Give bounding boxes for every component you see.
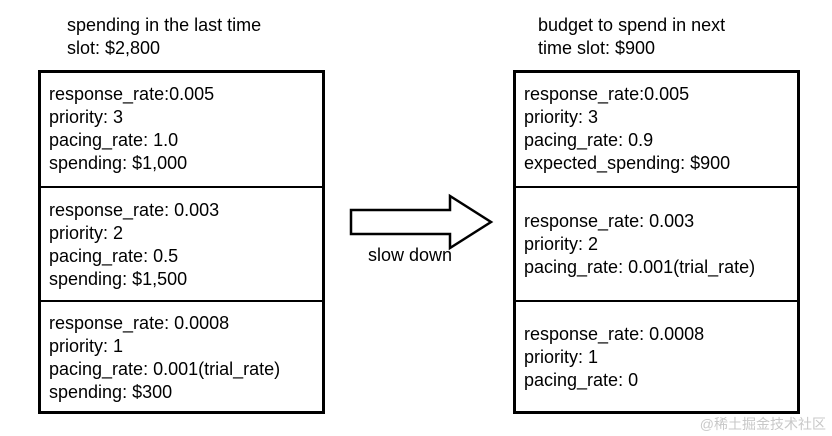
right-cell-0-pacing-rate: pacing_rate: 0.9: [524, 130, 654, 150]
left-cell-2-pacing-rate: pacing_rate: 0.001(trial_rate): [49, 359, 281, 379]
left-cell-1-priority: priority: 2: [49, 223, 124, 243]
left-cell-2-response-rate: response_rate: 0.0008: [49, 313, 230, 333]
watermark: @稀土掘金技术社区: [699, 416, 826, 432]
left-cell-2-priority: priority: 1: [49, 336, 124, 356]
right-cell-priority-3: response_rate:0.005 priority: 3 pacing_r…: [516, 73, 797, 186]
slow-down-arrow-icon: [349, 193, 494, 251]
left-cell-0-pacing-rate: pacing_rate: 1.0: [49, 130, 179, 150]
right-cell-0-response-rate: response_rate:0.005: [524, 84, 690, 104]
right-caption: budget to spend in next time slot: $900: [538, 15, 726, 58]
right-cell-2-priority: priority: 1: [524, 347, 599, 367]
right-cell-0-expected-spending: expected_spending: $900: [524, 153, 731, 173]
right-cell-1-priority: priority: 2: [524, 234, 599, 254]
right-cell-2-response-rate: response_rate: 0.0008: [524, 324, 705, 344]
right-cell-0-priority: priority: 3: [524, 107, 599, 127]
right-cell-priority-2: response_rate: 0.003 priority: 2 pacing_…: [516, 186, 797, 300]
right-cell-1-pacing-rate: pacing_rate: 0.001(trial_rate): [524, 257, 756, 277]
left-cell-0-priority: priority: 3: [49, 107, 124, 127]
left-cell-1-pacing-rate: pacing_rate: 0.5: [49, 246, 179, 266]
arrow-label: slow down: [368, 245, 453, 265]
left-cell-2-spending: spending: $300: [49, 382, 173, 402]
left-cell-0-spending: spending: $1,000: [49, 153, 188, 173]
left-cell-0-response-rate: response_rate:0.005: [49, 84, 215, 104]
left-cell-1-response-rate: response_rate: 0.003: [49, 200, 220, 220]
left-cell-priority-1: response_rate: 0.0008 priority: 1 pacing…: [41, 300, 322, 411]
last-slot-table: response_rate:0.005 priority: 3 pacing_r…: [38, 70, 325, 414]
right-cell-1-response-rate: response_rate: 0.003: [524, 211, 695, 231]
next-slot-table: response_rate:0.005 priority: 3 pacing_r…: [513, 70, 800, 414]
left-caption: spending in the last time slot: $2,800: [67, 15, 262, 58]
right-cell-2-pacing-rate: pacing_rate: 0: [524, 370, 639, 390]
left-cell-priority-3: response_rate:0.005 priority: 3 pacing_r…: [41, 73, 322, 186]
left-cell-priority-2: response_rate: 0.003 priority: 2 pacing_…: [41, 186, 322, 300]
right-cell-priority-1: response_rate: 0.0008 priority: 1 pacing…: [516, 300, 797, 411]
left-cell-1-spending: spending: $1,500: [49, 269, 188, 289]
